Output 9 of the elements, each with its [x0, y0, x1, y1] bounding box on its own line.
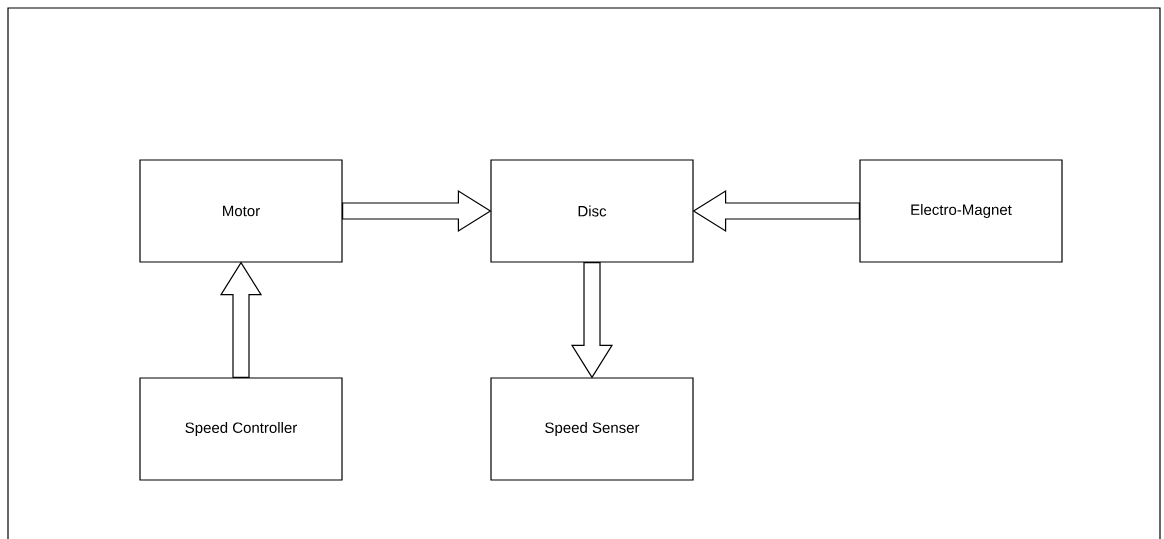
block-arrow [342, 189, 492, 233]
process-box: Speed Senser [490, 377, 694, 481]
process-box: Speed Controller [139, 377, 343, 481]
process-box: Motor [139, 159, 343, 263]
block-arrow [219, 261, 263, 378]
process-box: Electro-Magnet [859, 159, 1063, 263]
process-box: Disc [490, 159, 694, 263]
block-arrow [570, 262, 614, 379]
block-arrow [692, 189, 860, 233]
